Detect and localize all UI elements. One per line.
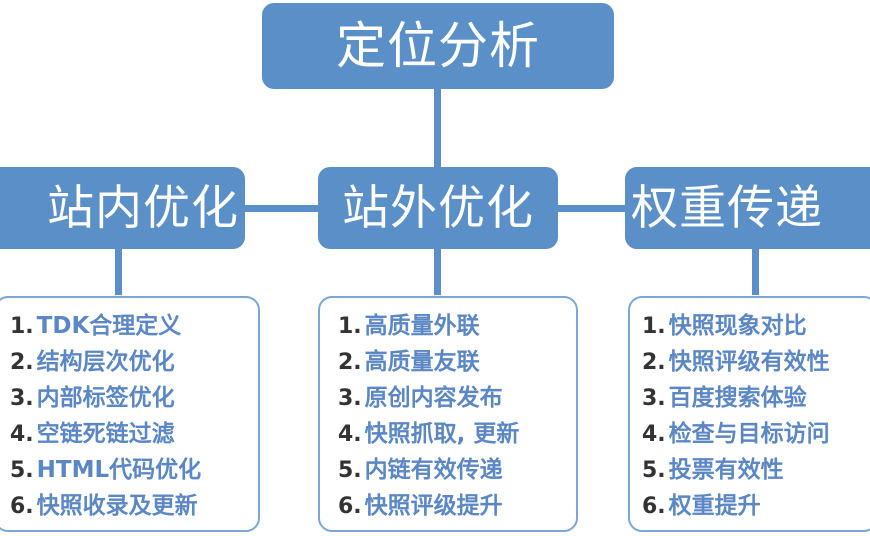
list-item-number: 3. bbox=[338, 386, 362, 411]
list-item-label: 快照收录及更新 bbox=[36, 493, 198, 519]
list-item-label: 权重提升 bbox=[668, 493, 761, 519]
list-item-number: 4. bbox=[10, 422, 34, 447]
node-offsite-optimization[interactable]: 站外优化 bbox=[318, 167, 558, 249]
list-box-weight: 1. 快照现象对比 2. 快照评级有效性 3. 百度搜索体验 4. 检查与目标访… bbox=[628, 296, 870, 532]
list-item-number: 6. bbox=[338, 494, 362, 519]
list-item[interactable]: 3. 百度搜索体验 bbox=[630, 378, 870, 414]
list-item-label: 结构层次优化 bbox=[36, 349, 175, 375]
list-item-number: 5. bbox=[642, 458, 666, 483]
list-box-offsite: 1. 高质量外联 2. 高质量友联 3. 原创内容发布 4. 快照抓取, 更新 … bbox=[318, 296, 578, 532]
list-item-number: 6. bbox=[10, 494, 34, 519]
connector-weight-to-list bbox=[752, 246, 759, 301]
list-item-number: 5. bbox=[10, 458, 34, 483]
list-item[interactable]: 1. TDK合理定义 bbox=[0, 306, 258, 342]
list-item-number: 4. bbox=[338, 422, 362, 447]
list-item-label: 内链有效传递 bbox=[364, 457, 503, 483]
list-item-label: 快照评级有效性 bbox=[668, 349, 830, 375]
node-label-root: 定位分析 bbox=[336, 17, 540, 75]
list-item[interactable]: 6. 快照收录及更新 bbox=[0, 486, 258, 522]
list-item[interactable]: 1. 高质量外联 bbox=[320, 306, 576, 342]
list-item-number: 5. bbox=[338, 458, 362, 483]
list-item[interactable]: 6. 快照评级提升 bbox=[320, 486, 576, 522]
list-item-label: 原创内容发布 bbox=[364, 385, 503, 411]
list-item-number: 2. bbox=[10, 350, 34, 375]
list-item-label: 百度搜索体验 bbox=[668, 385, 807, 411]
list-item[interactable]: 5. 投票有效性 bbox=[630, 450, 870, 486]
list-item[interactable]: 2. 结构层次优化 bbox=[0, 342, 258, 378]
list-item[interactable]: 3. 内部标签优化 bbox=[0, 378, 258, 414]
list-item[interactable]: 5. HTML代码优化 bbox=[0, 450, 258, 486]
list-item-number: 4. bbox=[642, 422, 666, 447]
list-item-label: 投票有效性 bbox=[668, 457, 784, 483]
connector-root-to-offsite bbox=[434, 86, 441, 171]
list-item[interactable]: 1. 快照现象对比 bbox=[630, 306, 870, 342]
list-item[interactable]: 2. 快照评级有效性 bbox=[630, 342, 870, 378]
list-item-label: 内部标签优化 bbox=[36, 385, 175, 411]
list-box-onsite: 1. TDK合理定义 2. 结构层次优化 3. 内部标签优化 4. 空链死链过滤… bbox=[0, 296, 260, 532]
list-item-label: 检查与目标访问 bbox=[668, 421, 830, 447]
node-onsite-optimization[interactable]: 站内优化 bbox=[0, 167, 245, 249]
list-item-label: 快照抓取, 更新 bbox=[364, 421, 520, 447]
list-item[interactable]: 5. 内链有效传递 bbox=[320, 450, 576, 486]
list-item-number: 1. bbox=[338, 314, 362, 339]
list-item-number: 3. bbox=[642, 386, 666, 411]
list-item[interactable]: 3. 原创内容发布 bbox=[320, 378, 576, 414]
node-label-offsite: 站外优化 bbox=[342, 180, 534, 236]
list-items-offsite: 1. 高质量外联 2. 高质量友联 3. 原创内容发布 4. 快照抓取, 更新 … bbox=[320, 306, 576, 522]
list-items-weight: 1. 快照现象对比 2. 快照评级有效性 3. 百度搜索体验 4. 检查与目标访… bbox=[630, 306, 870, 522]
list-item-number: 2. bbox=[642, 350, 666, 375]
list-item-label: 空链死链过滤 bbox=[36, 421, 175, 447]
connector-onsite-to-offsite bbox=[243, 205, 321, 212]
list-item-label: 快照现象对比 bbox=[668, 313, 807, 339]
list-item-label: TDK合理定义 bbox=[36, 313, 182, 339]
connector-offsite-to-list bbox=[434, 246, 441, 301]
list-item-label: 高质量友联 bbox=[364, 349, 480, 375]
list-item[interactable]: 6. 权重提升 bbox=[630, 486, 870, 522]
list-item-label: HTML代码优化 bbox=[36, 457, 202, 483]
list-items-onsite: 1. TDK合理定义 2. 结构层次优化 3. 内部标签优化 4. 空链死链过滤… bbox=[0, 306, 258, 522]
connector-onsite-to-list bbox=[115, 246, 122, 301]
list-item[interactable]: 4. 快照抓取, 更新 bbox=[320, 414, 576, 450]
list-item-number: 3. bbox=[10, 386, 34, 411]
node-label-onsite: 站内优化 bbox=[47, 180, 239, 236]
list-item-number: 2. bbox=[338, 350, 362, 375]
list-item-number: 1. bbox=[642, 314, 666, 339]
node-positioning-analysis[interactable]: 定位分析 bbox=[262, 3, 614, 89]
list-item[interactable]: 4. 检查与目标访问 bbox=[630, 414, 870, 450]
node-weight-transfer[interactable]: 权重传递 bbox=[625, 167, 870, 249]
list-item[interactable]: 2. 高质量友联 bbox=[320, 342, 576, 378]
list-item-label: 快照评级提升 bbox=[364, 493, 503, 519]
node-label-weight: 权重传递 bbox=[631, 180, 823, 236]
list-item-number: 6. bbox=[642, 494, 666, 519]
list-item[interactable]: 4. 空链死链过滤 bbox=[0, 414, 258, 450]
connector-offsite-to-weight bbox=[555, 205, 628, 212]
list-item-number: 1. bbox=[10, 314, 34, 339]
list-item-label: 高质量外联 bbox=[364, 313, 480, 339]
